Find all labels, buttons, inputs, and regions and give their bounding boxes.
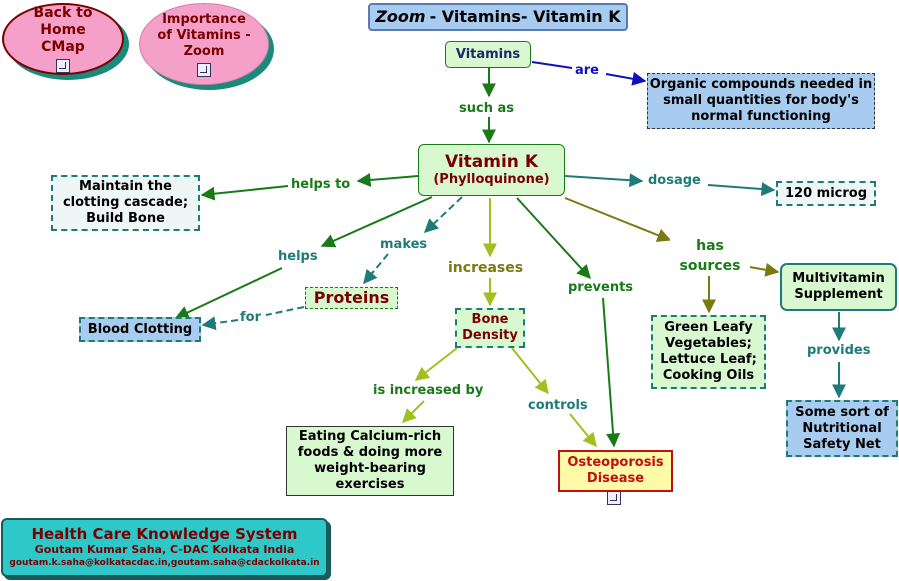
node-green-leafy: Green Leafy Vegetables; Lettuce Leaf; Co… [651,315,766,389]
node-maintain-clotting: Maintain the clotting cascade; Build Bon… [51,175,200,231]
node-osteoporosis: Osteoporosis Disease [558,450,673,492]
node-safety-net: Some sort of Nutritional Safety Net [786,400,898,457]
link-for: for [238,310,263,325]
cmap-link-icon[interactable] [607,491,621,505]
node-dosage-value: 120 microg [776,181,876,206]
link-increases: increases [446,260,526,276]
node-blood-clotting: Blood Clotting [79,317,201,342]
link-helps-to: helps to [289,177,353,192]
link-makes: makes [378,237,430,252]
back-home-button[interactable]: Back to Home CMap [2,3,124,75]
vitamin-k-name: Vitamin K [444,152,539,172]
back-home-label: Back to Home CMap [33,5,93,55]
node-vitamin-k: Vitamin K (Phylloquinone) [418,144,565,196]
footer-author: Goutam Kumar Saha, C-DAC Kolkata India [34,543,295,556]
footer-system: Health Care Knowledge System [31,525,298,543]
link-prevents: prevents [566,280,636,295]
link-is-increased-by: is increased by [371,383,486,398]
title-zoom: Zoom [375,7,426,26]
node-multivitamin: Multivitamin Supplement [780,263,897,311]
footer-email: goutam.k.saha@kolkatacdac.in,goutam.saha… [9,558,320,568]
importance-vitamins-button[interactable]: Importance of Vitamins - Zoom [139,3,269,85]
cmap-link-icon[interactable] [56,59,70,73]
node-eating-calcium: Eating Calcium-rich foods & doing more w… [286,426,454,496]
footer-credits: Health Care Knowledge System Goutam Kuma… [1,518,328,577]
vitamin-k-alias: (Phylloquinone) [433,172,550,187]
importance-label: Importance of Vitamins - Zoom [157,11,251,59]
node-vitamins: Vitamins [445,41,531,68]
link-are: are [573,63,602,78]
link-controls: controls [526,398,590,413]
link-provides: provides [805,343,873,358]
link-dosage: dosage [646,173,703,188]
link-helps: helps [276,249,320,264]
cmap-link-icon[interactable] [197,62,211,77]
node-organic-compounds: Organic compounds needed in small quanti… [647,73,875,129]
link-such-as: such as [457,101,516,116]
node-bone-density: Bone Density [455,308,525,348]
link-has-sources: has sources [670,236,750,276]
title-rest: - Vitamins- Vitamin K [429,7,621,26]
node-proteins: Proteins [305,287,398,309]
page-title: Zoom - Vitamins- Vitamin K [368,3,628,31]
